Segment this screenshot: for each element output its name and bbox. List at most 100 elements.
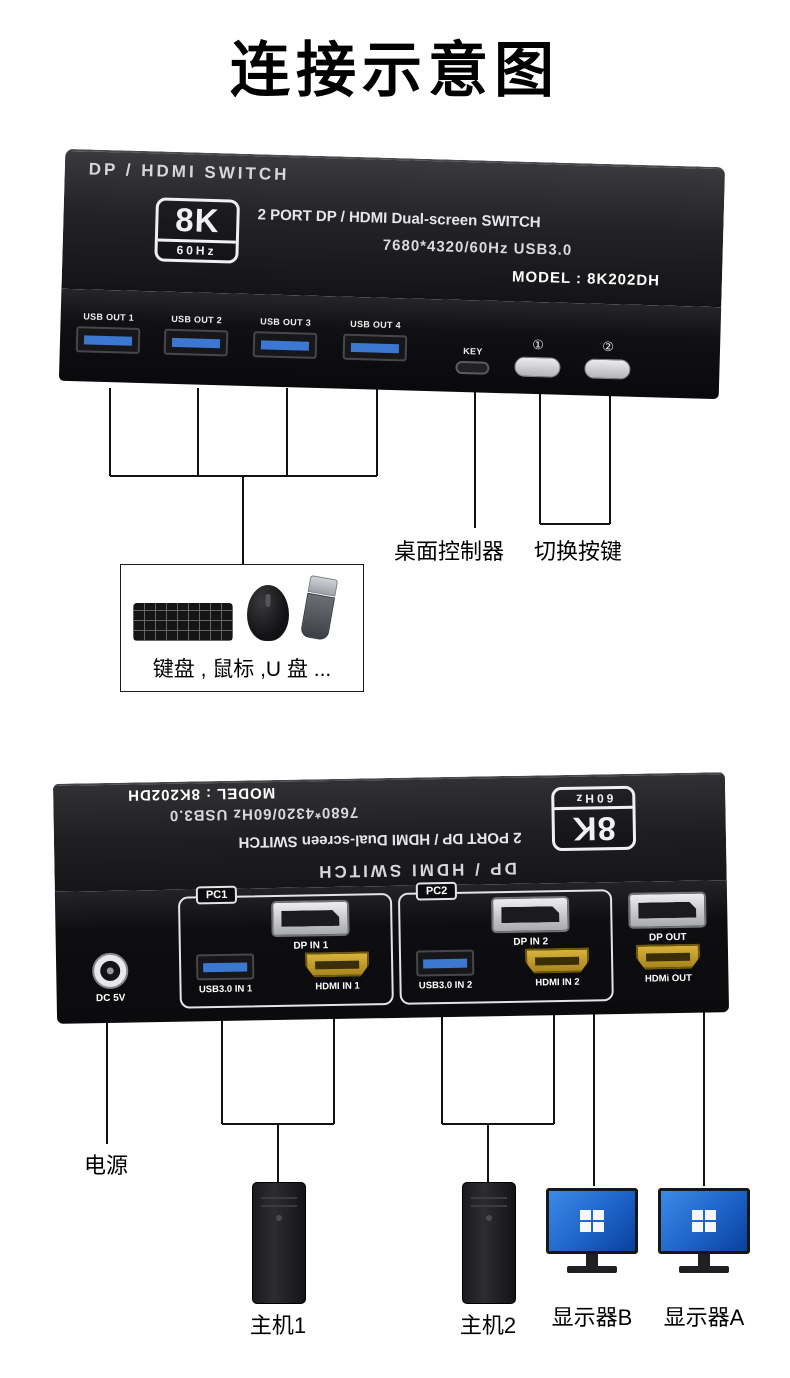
monitor-screen <box>658 1188 750 1254</box>
8k-badge: 8K 60Hz <box>154 197 241 264</box>
subtitle-text: 2 PORT DP / HDMI Dual-screen SWITCH <box>257 206 541 232</box>
usb-in-2-group: USB3.0 IN 2 <box>409 949 482 992</box>
buttons-connection-line <box>539 388 611 525</box>
hdmi-in-2-group: HDMI IN 2 <box>519 947 596 988</box>
badge-refresh-rate: 60Hz <box>554 788 633 811</box>
tower-power-button <box>486 1215 492 1221</box>
monitor-screen <box>546 1188 638 1254</box>
dp-slot <box>638 902 696 919</box>
usb-in-2-label: USB3.0 IN 2 <box>418 979 473 992</box>
button-1-number: ① <box>532 336 545 353</box>
usb-tongue <box>423 958 468 968</box>
pc1-connection-line <box>221 1012 335 1182</box>
switch-button-2 <box>584 358 631 380</box>
switch-buttons-label: 切换按键 <box>534 539 623 564</box>
monitor-connection-lines <box>593 1012 705 1186</box>
power-label: 电源 <box>84 1153 129 1178</box>
monitor-b-label: 显示器B <box>551 1305 633 1330</box>
usb-out-1-group: USB OUT 1 <box>66 311 151 354</box>
monitor-base <box>567 1266 617 1273</box>
usb-port <box>342 333 408 362</box>
mouse-icon <box>247 585 289 641</box>
spec-text-upside-down: 7680*4320/60Hz USB3.0 <box>168 803 359 824</box>
hdmi-in-1-label: HDMI IN 1 <box>315 980 360 993</box>
dp-slot <box>281 910 339 927</box>
pc2-connection-line <box>441 1012 555 1182</box>
button-2-number: ② <box>602 338 615 355</box>
key-port-group: KEY <box>440 345 505 375</box>
front-panel: USB OUT 1 USB OUT 2 USB OUT 3 USB OUT 4 … <box>58 288 722 400</box>
hdmi-slot <box>646 952 690 961</box>
tower-drive-slot <box>471 1205 507 1207</box>
hdmi-out-group: HDMi OUT <box>630 944 707 985</box>
pc-tower-2-icon <box>462 1182 516 1304</box>
pc2-tab: PC2 <box>415 881 458 901</box>
page-title: 连接示意图 <box>230 37 560 104</box>
usb-drive-icon <box>299 575 339 641</box>
monitor-base <box>679 1266 729 1273</box>
tower-drive-slot <box>261 1197 297 1199</box>
desktop-controller-label: 桌面控制器 <box>394 539 505 564</box>
model-text: MODEL : 8K202DH <box>511 268 661 290</box>
brand-text-upside-down: DP / HDMI SWITCH <box>316 858 518 882</box>
badge-resolution: 8K <box>174 200 221 240</box>
usb-out-1-label: USB OUT 1 <box>83 311 135 323</box>
dp-in-2-label: DP IN 2 <box>513 936 549 948</box>
front-top-face: DP / HDMI SWITCH 8K 60Hz 2 PORT DP / HDM… <box>61 148 726 308</box>
usb-tongue <box>171 337 221 348</box>
kvm-switch-front-view: DP / HDMI SWITCH 8K 60Hz 2 PORT DP / HDM… <box>58 148 726 400</box>
tower-drive-slot <box>471 1197 507 1199</box>
usb-port <box>163 328 229 357</box>
monitor-b-icon <box>546 1188 638 1273</box>
windows-logo-icon <box>580 1210 604 1232</box>
micro-usb-port <box>455 360 490 375</box>
hdmi-port <box>525 948 589 974</box>
dp-slot <box>501 906 559 923</box>
hdmi-port <box>636 944 700 970</box>
model-text-upside-down: MODEL : 8K202DH <box>126 784 276 804</box>
dp-in-1-group: DP IN 1 <box>266 899 355 953</box>
usb-port <box>75 326 141 354</box>
usb-out-2-label: USB OUT 2 <box>171 313 223 326</box>
hdmi-port <box>305 951 369 977</box>
usb-in-1-label: USB3.0 IN 1 <box>198 983 253 996</box>
dc-power-group: DC 5V <box>78 952 143 1004</box>
dp-in-2-group: DP IN 2 <box>486 895 575 949</box>
usb-connection-line <box>109 388 378 564</box>
host-2-label: 主机2 <box>459 1313 517 1338</box>
dp-in-1-label: DP IN 1 <box>293 940 329 952</box>
windows-logo-icon <box>692 1210 716 1232</box>
peripherals-box: 键盘 , 鼠标 ,U 盘 ... <box>120 564 364 692</box>
usb-port <box>195 953 255 981</box>
dc-power-label: DC 5V <box>95 992 126 1005</box>
hdmi-slot <box>315 960 359 969</box>
dc-power-pin <box>106 967 114 975</box>
monitor-a-icon <box>658 1188 750 1273</box>
rear-panel: DC 5V PC1 DP IN 1 USB3.0 IN 1 HDMI IN 1 <box>54 880 730 1024</box>
key-label: KEY <box>463 346 483 357</box>
usb-out-3-label: USB OUT 3 <box>260 316 312 328</box>
switch-button-2-group: ② <box>577 339 638 380</box>
monitor-stand <box>698 1254 710 1266</box>
spec-text: 7680*4320/60Hz USB3.0 <box>382 236 573 260</box>
dp-port <box>271 899 350 938</box>
dc-power-port <box>91 952 129 990</box>
switch-button-1-group: ① <box>507 337 568 378</box>
hdmi-in-2-label: HDMI IN 2 <box>535 976 580 989</box>
usb-in-1-group: USB3.0 IN 1 <box>189 953 262 995</box>
usb-tongue <box>203 962 248 972</box>
dp-out-label: DP OUT <box>648 931 687 944</box>
usb-port <box>252 331 318 359</box>
monitor-a-label: 显示器A <box>663 1305 745 1330</box>
brand-text: DP / HDMI SWITCH <box>88 159 290 185</box>
monitor-stand <box>586 1254 598 1266</box>
dp-port <box>491 895 570 934</box>
usb-out-3-group: USB OUT 3 <box>243 316 328 359</box>
hdmi-slot <box>535 956 579 965</box>
hdmi-in-1-group: HDMI IN 1 <box>299 951 376 992</box>
host-1-label: 主机1 <box>249 1313 307 1338</box>
usb-tongue <box>83 334 133 346</box>
dp-out-group: DP OUT <box>623 891 712 944</box>
switch-button-1 <box>514 356 561 378</box>
